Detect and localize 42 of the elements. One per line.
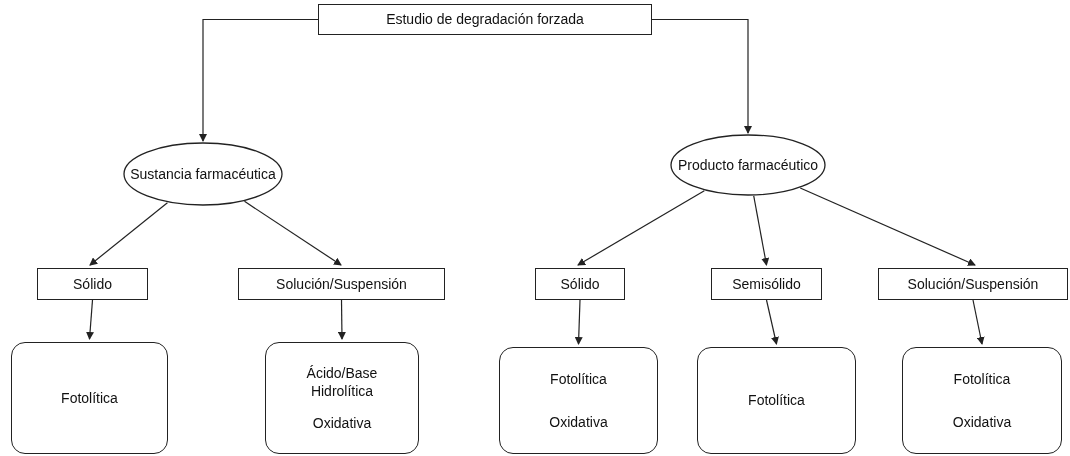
category-ellipse: [123, 142, 283, 206]
stress-type-label: Oxidativa: [311, 414, 373, 433]
node-label: Sólido: [72, 274, 113, 294]
arrow: [337, 299, 346, 340]
arrow: [199, 18, 319, 142]
result-box: [902, 347, 1062, 454]
node-label: Producto farmacéutico: [676, 155, 820, 175]
process-box: [878, 268, 1068, 300]
process-box: [37, 268, 148, 300]
node-label: Solución/Suspensión: [275, 274, 408, 294]
arrow: [89, 202, 168, 266]
arrow: [577, 190, 705, 266]
stress-type-label: Oxidativa: [548, 412, 609, 431]
node-label: Semisólido: [731, 274, 802, 294]
result-box: [265, 342, 419, 454]
node-label: Sólido: [559, 274, 601, 294]
node-label: Sustancia farmacéutica: [129, 164, 277, 184]
stress-type-label: Fotolítica: [549, 370, 608, 389]
arrow: [765, 299, 779, 345]
stress-type-label: Ácido/Base: [305, 363, 379, 382]
arrow: [86, 299, 95, 340]
arrow: [574, 299, 583, 345]
stress-type-label: Hidrolítica: [309, 381, 375, 401]
arrow: [651, 18, 752, 134]
node-label: Estudio de degradación forzada: [385, 10, 585, 29]
process-box: [711, 268, 822, 300]
stress-type-label: Fotolítica: [60, 388, 119, 408]
arrow: [972, 299, 985, 345]
process-box: [238, 268, 445, 300]
stress-type-label: Fotolítica: [952, 370, 1012, 389]
stress-type-label: Fotolítica: [747, 391, 806, 410]
result-box: [697, 347, 856, 454]
stress-type-label: Oxidativa: [951, 412, 1013, 431]
result-box: [11, 342, 168, 454]
result-box: [499, 347, 658, 454]
arrow: [243, 200, 342, 266]
process-box: [535, 268, 625, 300]
arrow: [799, 187, 976, 266]
node-label: Solución/Suspensión: [906, 274, 1040, 294]
process-box: [318, 4, 652, 35]
arrow: [753, 195, 770, 266]
category-ellipse: [670, 134, 826, 196]
